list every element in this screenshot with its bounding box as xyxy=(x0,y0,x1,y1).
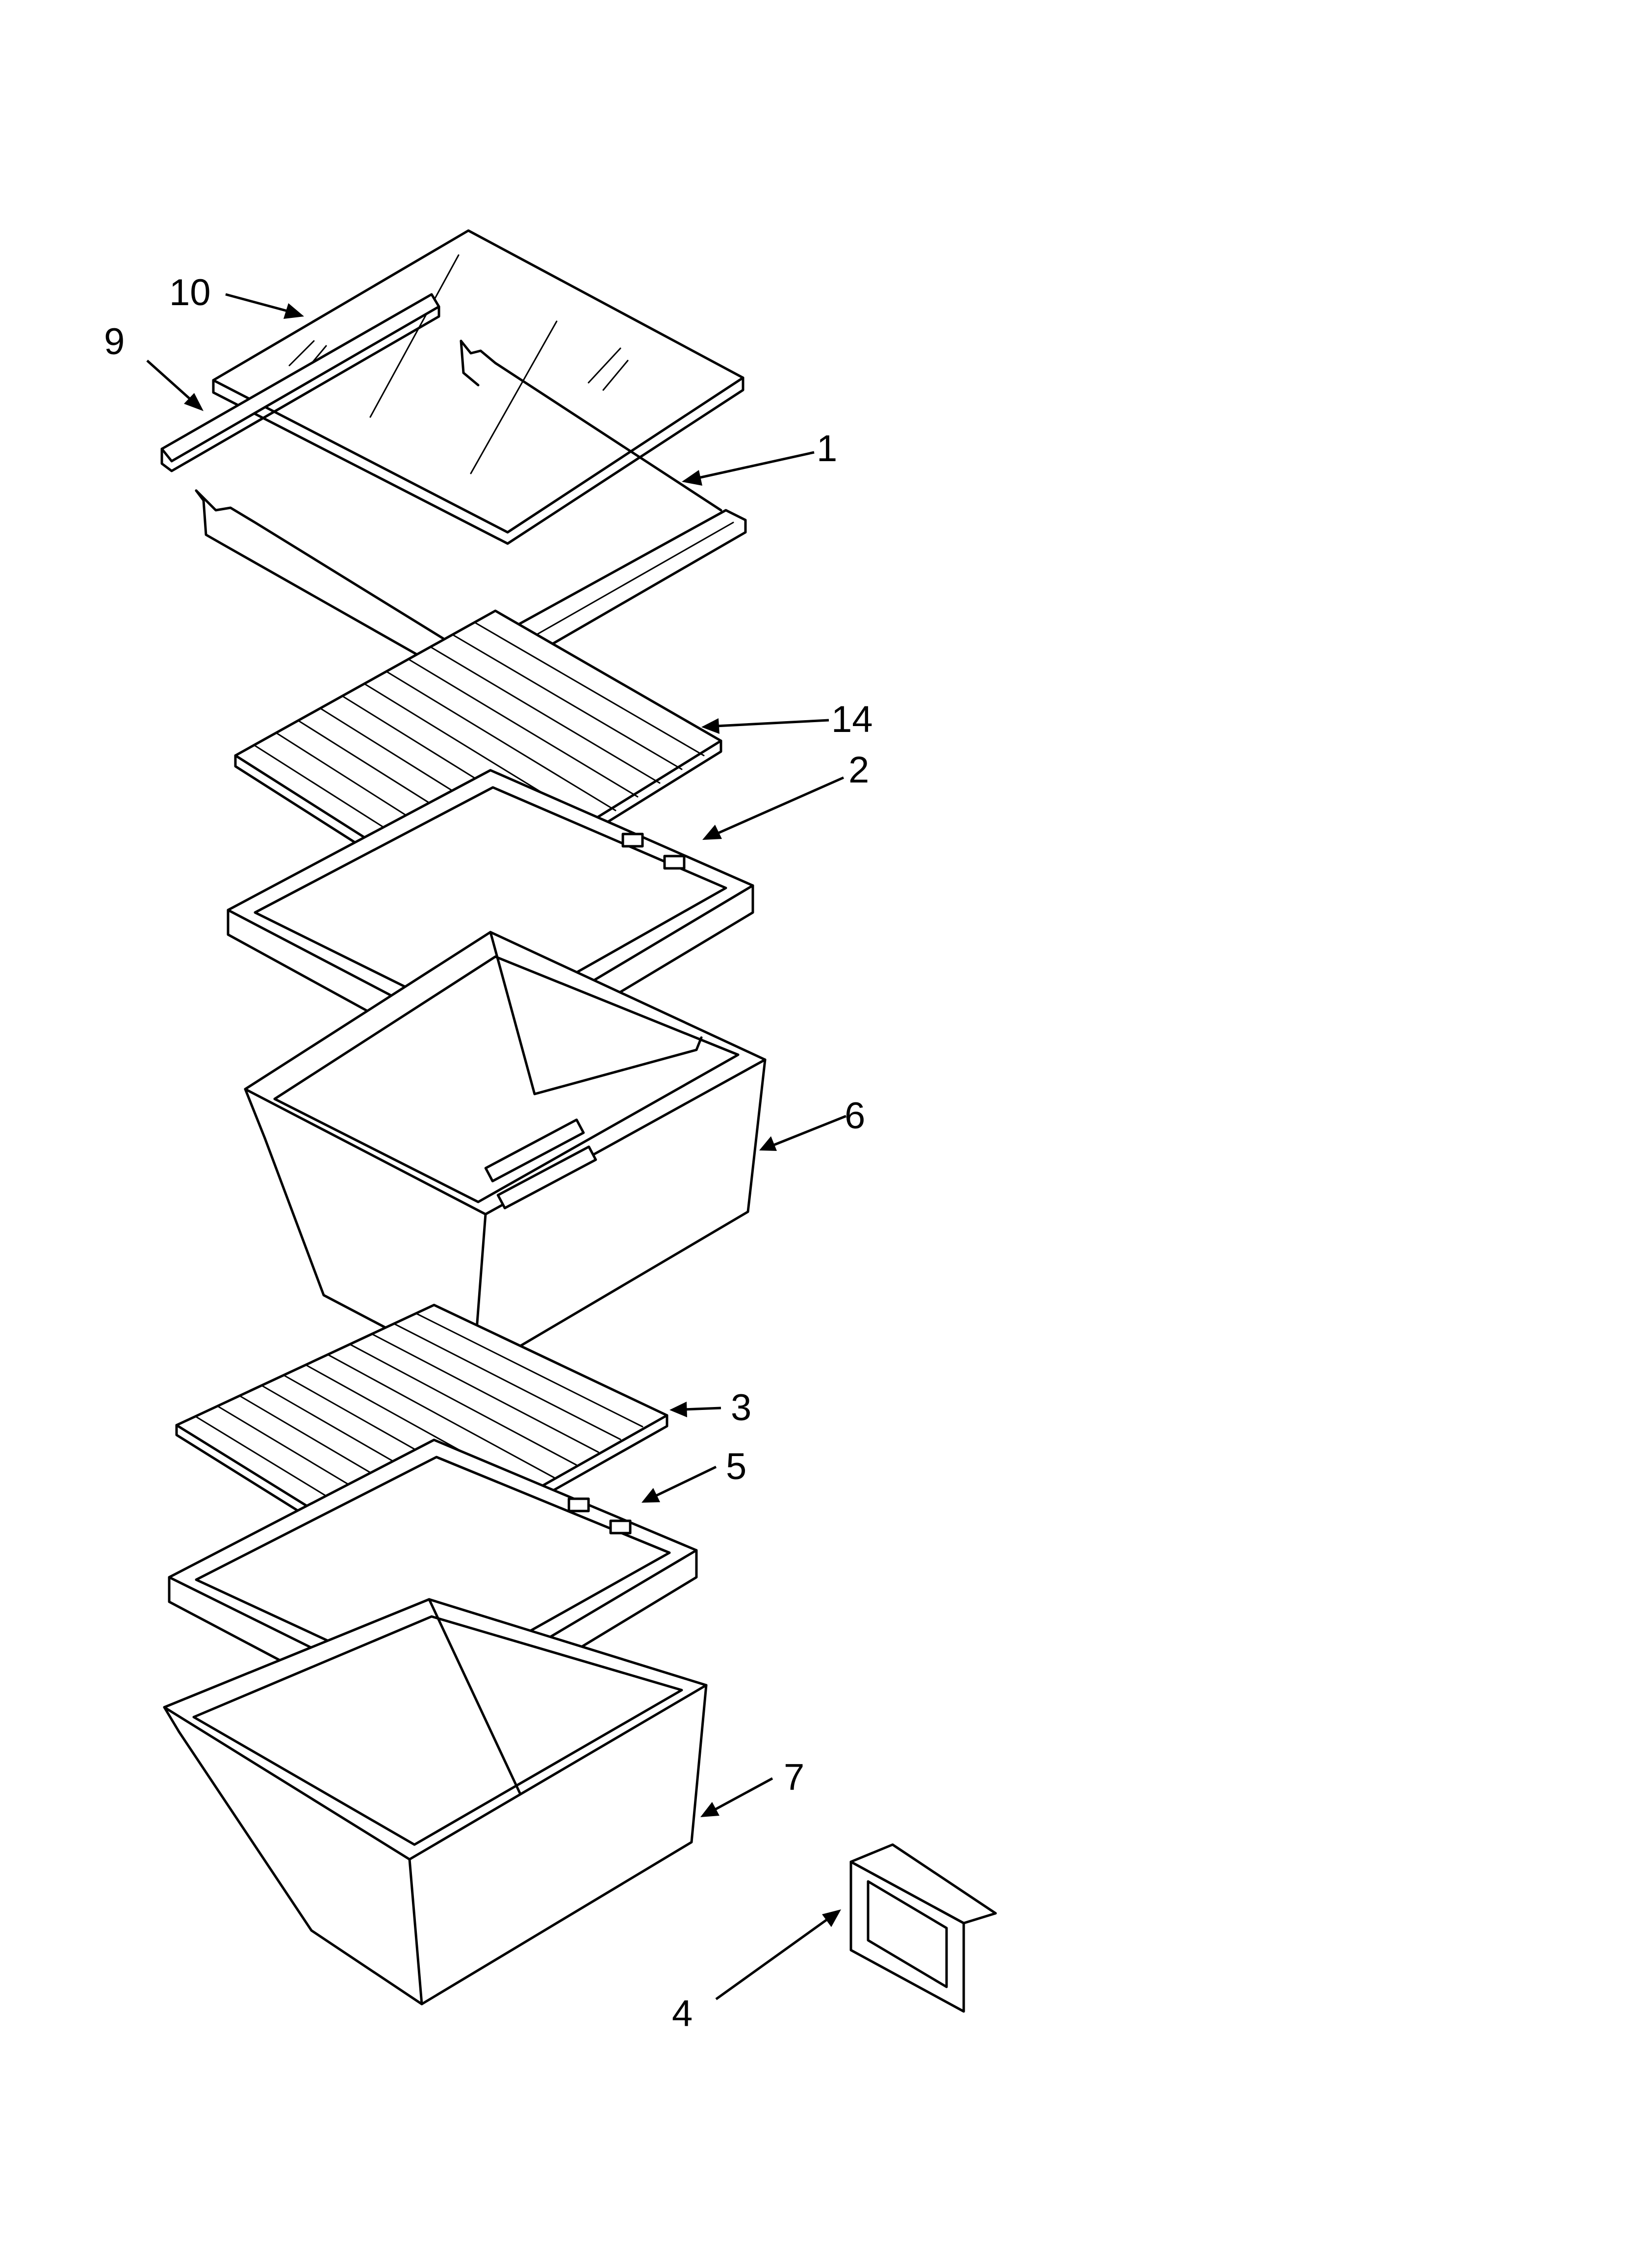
leader-lines xyxy=(146,293,847,2001)
callout-7: 7 xyxy=(784,1756,804,1798)
callout-labels: 10 9 1 14 2 6 3 5 7 4 xyxy=(104,272,873,2034)
shelf-front-trim xyxy=(160,293,440,472)
callout-1: 1 xyxy=(817,428,837,469)
callout-9: 9 xyxy=(104,321,125,363)
glass-shelf xyxy=(212,229,744,545)
small-bracket xyxy=(849,1843,997,2013)
callout-4: 4 xyxy=(672,1993,693,2034)
callout-2: 2 xyxy=(848,749,869,791)
callout-14: 14 xyxy=(831,699,873,740)
callout-10: 10 xyxy=(169,272,211,313)
callout-5: 5 xyxy=(726,1446,746,1487)
callout-3: 3 xyxy=(731,1387,751,1429)
lower-crisper-frame xyxy=(168,1438,698,1741)
callout-6: 6 xyxy=(845,1095,865,1137)
lower-crisper-drawer xyxy=(163,1598,708,2006)
upper-crisper-drawer xyxy=(244,931,767,1375)
